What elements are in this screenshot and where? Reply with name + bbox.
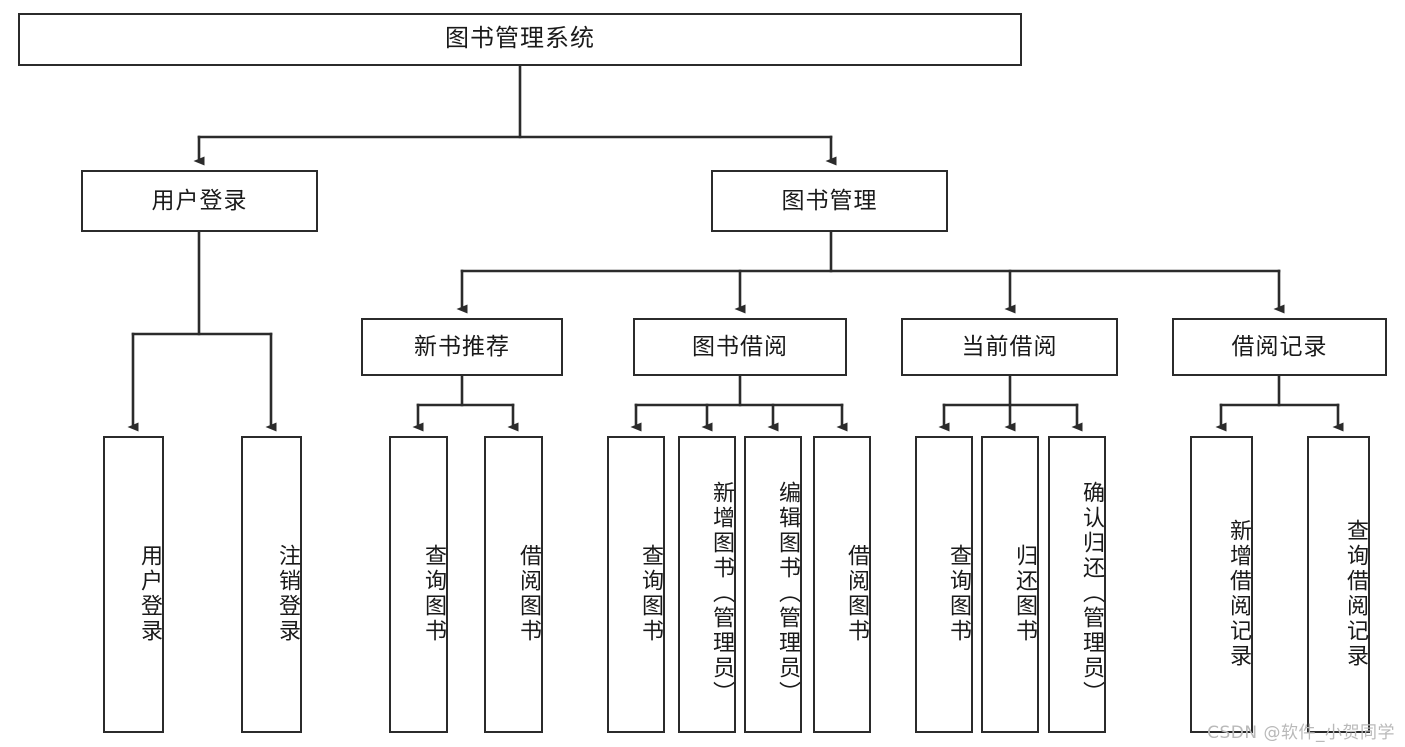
node-root-label: 图书管理系统 bbox=[445, 25, 595, 53]
leaf-confirm-return-label: 确认归还（管理员） bbox=[1080, 481, 1105, 706]
leaf-user-login-label: 用户登录 bbox=[138, 543, 163, 644]
node-user-login[interactable]: 用户登录 bbox=[81, 170, 318, 232]
leaf-query-book-3[interactable]: 查询图书 bbox=[915, 436, 973, 733]
leaf-confirm-return[interactable]: 确认归还（管理员） bbox=[1048, 436, 1106, 733]
node-borrow-record-label: 借阅记录 bbox=[1231, 333, 1328, 360]
leaf-query-book-3-label: 查询图书 bbox=[947, 543, 972, 644]
node-new-book-recommend[interactable]: 新书推荐 bbox=[361, 318, 563, 376]
node-new-book-recommend-label: 新书推荐 bbox=[414, 333, 510, 360]
leaf-borrow-book-2-label: 借阅图书 bbox=[845, 543, 870, 644]
node-current-borrow[interactable]: 当前借阅 bbox=[901, 318, 1118, 376]
node-book-management-label: 图书管理 bbox=[781, 187, 878, 214]
leaf-query-book-2-label: 查询图书 bbox=[639, 543, 664, 644]
leaf-borrow-book-2[interactable]: 借阅图书 bbox=[813, 436, 871, 733]
leaf-query-book-1-label: 查询图书 bbox=[422, 543, 447, 644]
leaf-return-book-label: 归还图书 bbox=[1013, 543, 1038, 644]
watermark: CSDN @软件_小贺同学 bbox=[1207, 723, 1395, 743]
node-book-management[interactable]: 图书管理 bbox=[711, 170, 948, 232]
node-root[interactable]: 图书管理系统 bbox=[18, 13, 1022, 66]
leaf-edit-book-label: 编辑图书（管理员） bbox=[776, 481, 801, 706]
leaf-query-book-1[interactable]: 查询图书 bbox=[389, 436, 448, 733]
leaf-return-book[interactable]: 归还图书 bbox=[981, 436, 1039, 733]
leaf-edit-book[interactable]: 编辑图书（管理员） bbox=[744, 436, 802, 733]
node-current-borrow-label: 当前借阅 bbox=[961, 333, 1058, 360]
leaf-borrow-book-1-label: 借阅图书 bbox=[517, 543, 542, 644]
leaf-add-record-label: 新增借阅记录 bbox=[1227, 518, 1252, 669]
leaf-logout-login-label: 注销登录 bbox=[276, 543, 301, 644]
node-book-borrow[interactable]: 图书借阅 bbox=[633, 318, 847, 376]
leaf-add-book-label: 新增图书（管理员） bbox=[710, 481, 735, 706]
leaf-add-book[interactable]: 新增图书（管理员） bbox=[678, 436, 736, 733]
leaf-query-record-label: 查询借阅记录 bbox=[1344, 518, 1369, 669]
leaf-user-login[interactable]: 用户登录 bbox=[103, 436, 164, 733]
leaf-query-book-2[interactable]: 查询图书 bbox=[607, 436, 665, 733]
node-book-borrow-label: 图书借阅 bbox=[692, 333, 788, 360]
leaf-borrow-book-1[interactable]: 借阅图书 bbox=[484, 436, 543, 733]
node-user-login-label: 用户登录 bbox=[151, 187, 248, 214]
leaf-add-record[interactable]: 新增借阅记录 bbox=[1190, 436, 1253, 733]
leaf-query-record[interactable]: 查询借阅记录 bbox=[1307, 436, 1370, 733]
node-borrow-record[interactable]: 借阅记录 bbox=[1172, 318, 1387, 376]
leaf-logout-login[interactable]: 注销登录 bbox=[241, 436, 302, 733]
